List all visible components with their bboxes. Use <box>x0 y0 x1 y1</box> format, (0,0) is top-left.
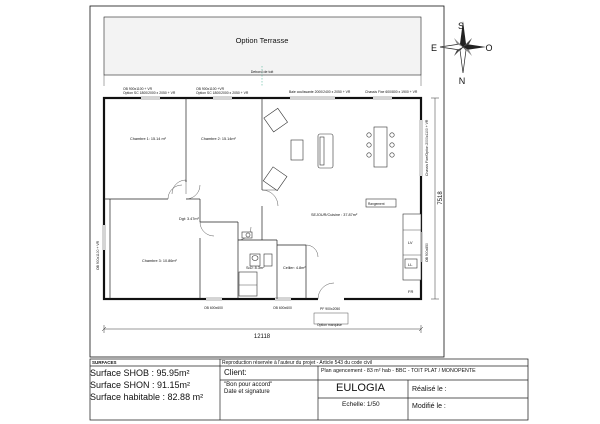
terrace-title: Option Terrasse <box>236 36 289 45</box>
tag-fr: FR <box>408 289 413 294</box>
compass-north: N <box>459 76 466 86</box>
room-sejour: SEJOUR/Cuisine : 37.87m² <box>311 213 358 217</box>
copyright-notice: Reproduction réservée à l'auteur du proj… <box>222 360 372 366</box>
opening-label-top1b: Option SC 1800/2000 x 2050 + VR <box>123 91 176 95</box>
opening-label-top4: Chassis Fixe 600/800 x 1900 + VR <box>365 90 418 94</box>
opening-label-right2: OB 900x850 <box>425 243 429 262</box>
room-sdb: SdJ: 8.3m² <box>246 266 265 270</box>
opening-label-bot3: PF 900x2050 <box>320 307 340 311</box>
svg-text:7518: 7518 <box>438 191 444 205</box>
surface-shon: Surface SHON : 91.15m² <box>90 380 191 390</box>
living-furniture <box>262 107 422 281</box>
project-name: EULOGIA <box>336 382 385 394</box>
surface-habitable: Surface habitable : 82.88 m² <box>90 392 204 402</box>
width-dimension: 12118 <box>101 325 424 340</box>
opening-label-top2: OB 900x1100 +VR <box>196 87 225 91</box>
accord-label: "Bon pour accord" <box>224 382 273 388</box>
tag-ll: LL <box>408 262 413 267</box>
room-dgt: Dgt: 3.47m² <box>179 217 200 221</box>
terrace-area <box>103 16 422 76</box>
room-chambre2: Chambre 2: 15.14m² <box>201 137 237 141</box>
compass-east: E <box>431 43 437 53</box>
date-signature-label: Date et signature <box>224 389 270 395</box>
opening-label-top1: OB 900x1100 + VR <box>123 87 153 91</box>
room-chambre1: Chambre 1: 15.14 m² <box>130 137 167 141</box>
plan-description: Plan agencement - 83 m² hab - BBC - TOIT… <box>321 368 476 374</box>
room-cellier: Cellier: 4.8m² <box>283 266 306 270</box>
surfaces-title: SURFACES <box>92 360 117 365</box>
compass-rose: S N E O <box>431 21 493 86</box>
cartouche-frame <box>89 358 529 421</box>
roof-overhang-label: Debord de toit <box>251 70 274 74</box>
room-chambre3: Chambre 3: 10.86m² <box>142 259 178 263</box>
svg-text:12118: 12118 <box>254 334 271 340</box>
opening-label-right1: Chassis Fixe/Option 2000x1100 + VR <box>425 119 429 176</box>
opening-label-bot2: OB 600x600 <box>273 306 292 310</box>
option-marquise-label: Option marquise <box>317 323 342 327</box>
modifie-label: Modifié le : <box>412 403 446 410</box>
realise-label: Réalisé le : <box>412 386 447 393</box>
bathroom-fixtures <box>238 231 273 297</box>
drawing-frame <box>89 5 445 358</box>
exterior-wall <box>102 96 423 301</box>
compass-south: S <box>458 21 464 31</box>
surface-shob: Surface SHOB : 95.95m² <box>90 368 190 378</box>
opening-label-bot1: OB 600x600 <box>204 306 223 310</box>
compass-west: O <box>485 43 492 53</box>
opening-label-left1: OB 900x1100 + VR <box>96 240 100 270</box>
client-label: Client: <box>224 368 247 377</box>
height-dimension: 7518 <box>431 97 444 300</box>
opening-label-top3: Baie coulissante 2000/2400 x 2050 + VR <box>289 90 351 94</box>
tag-lv: LV <box>408 240 413 245</box>
scale-label: Echelle: 1/50 <box>342 401 380 408</box>
tag-rangement: Rangement <box>368 202 385 206</box>
opening-label-top2b: Option SC 1800/2000 x 2050 + VR <box>196 91 249 95</box>
